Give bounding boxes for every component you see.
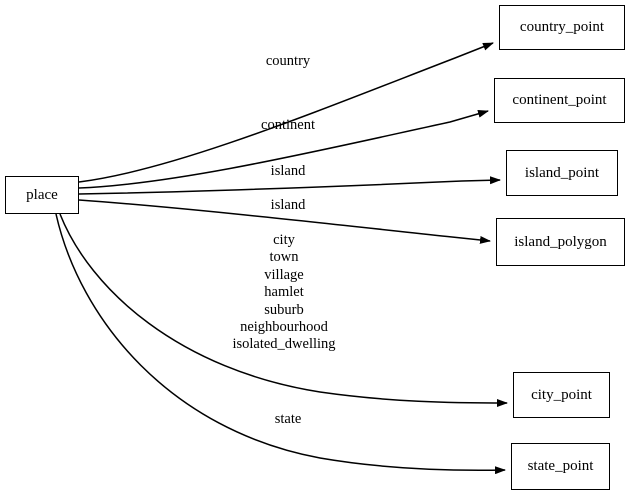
edge-place-island_point[interactable] [78, 176, 501, 195]
node-state_point[interactable]: state_point [511, 443, 610, 490]
node-country_point[interactable]: country_point [499, 5, 625, 50]
node-country_point-label: country_point [519, 19, 605, 35]
edge-label-country: country [265, 53, 311, 69]
edge-place-state_point[interactable] [55, 213, 506, 475]
node-place[interactable]: place [5, 176, 79, 214]
edge-label-island-point: island [270, 163, 306, 179]
node-island_point-label: island_point [524, 164, 600, 181]
node-state_point-label: state_point [527, 458, 594, 474]
edge-label-island-polygon: island [270, 197, 306, 213]
node-island_point[interactable]: island_point [506, 150, 618, 196]
edge-label-city-group: city town village hamlet suburb neighbou… [232, 232, 336, 353]
node-island_polygon-label: island_polygon [514, 233, 607, 250]
edge-place-continent_point[interactable] [78, 109, 489, 189]
node-city_point[interactable]: city_point [513, 372, 610, 418]
edge-place-city_point[interactable] [59, 213, 508, 407]
node-continent_point-label: continent_point [512, 92, 607, 108]
node-island_polygon[interactable]: island_polygon [496, 218, 625, 266]
node-continent_point[interactable]: continent_point [494, 78, 625, 123]
node-place-label: place [26, 186, 58, 203]
edge-place-island_polygon[interactable] [78, 199, 491, 244]
edge-label-state: state [274, 411, 302, 427]
edge-place-country_point[interactable] [78, 42, 494, 183]
node-city_point-label: city_point [531, 386, 592, 403]
edge-label-continent: continent [261, 117, 315, 133]
